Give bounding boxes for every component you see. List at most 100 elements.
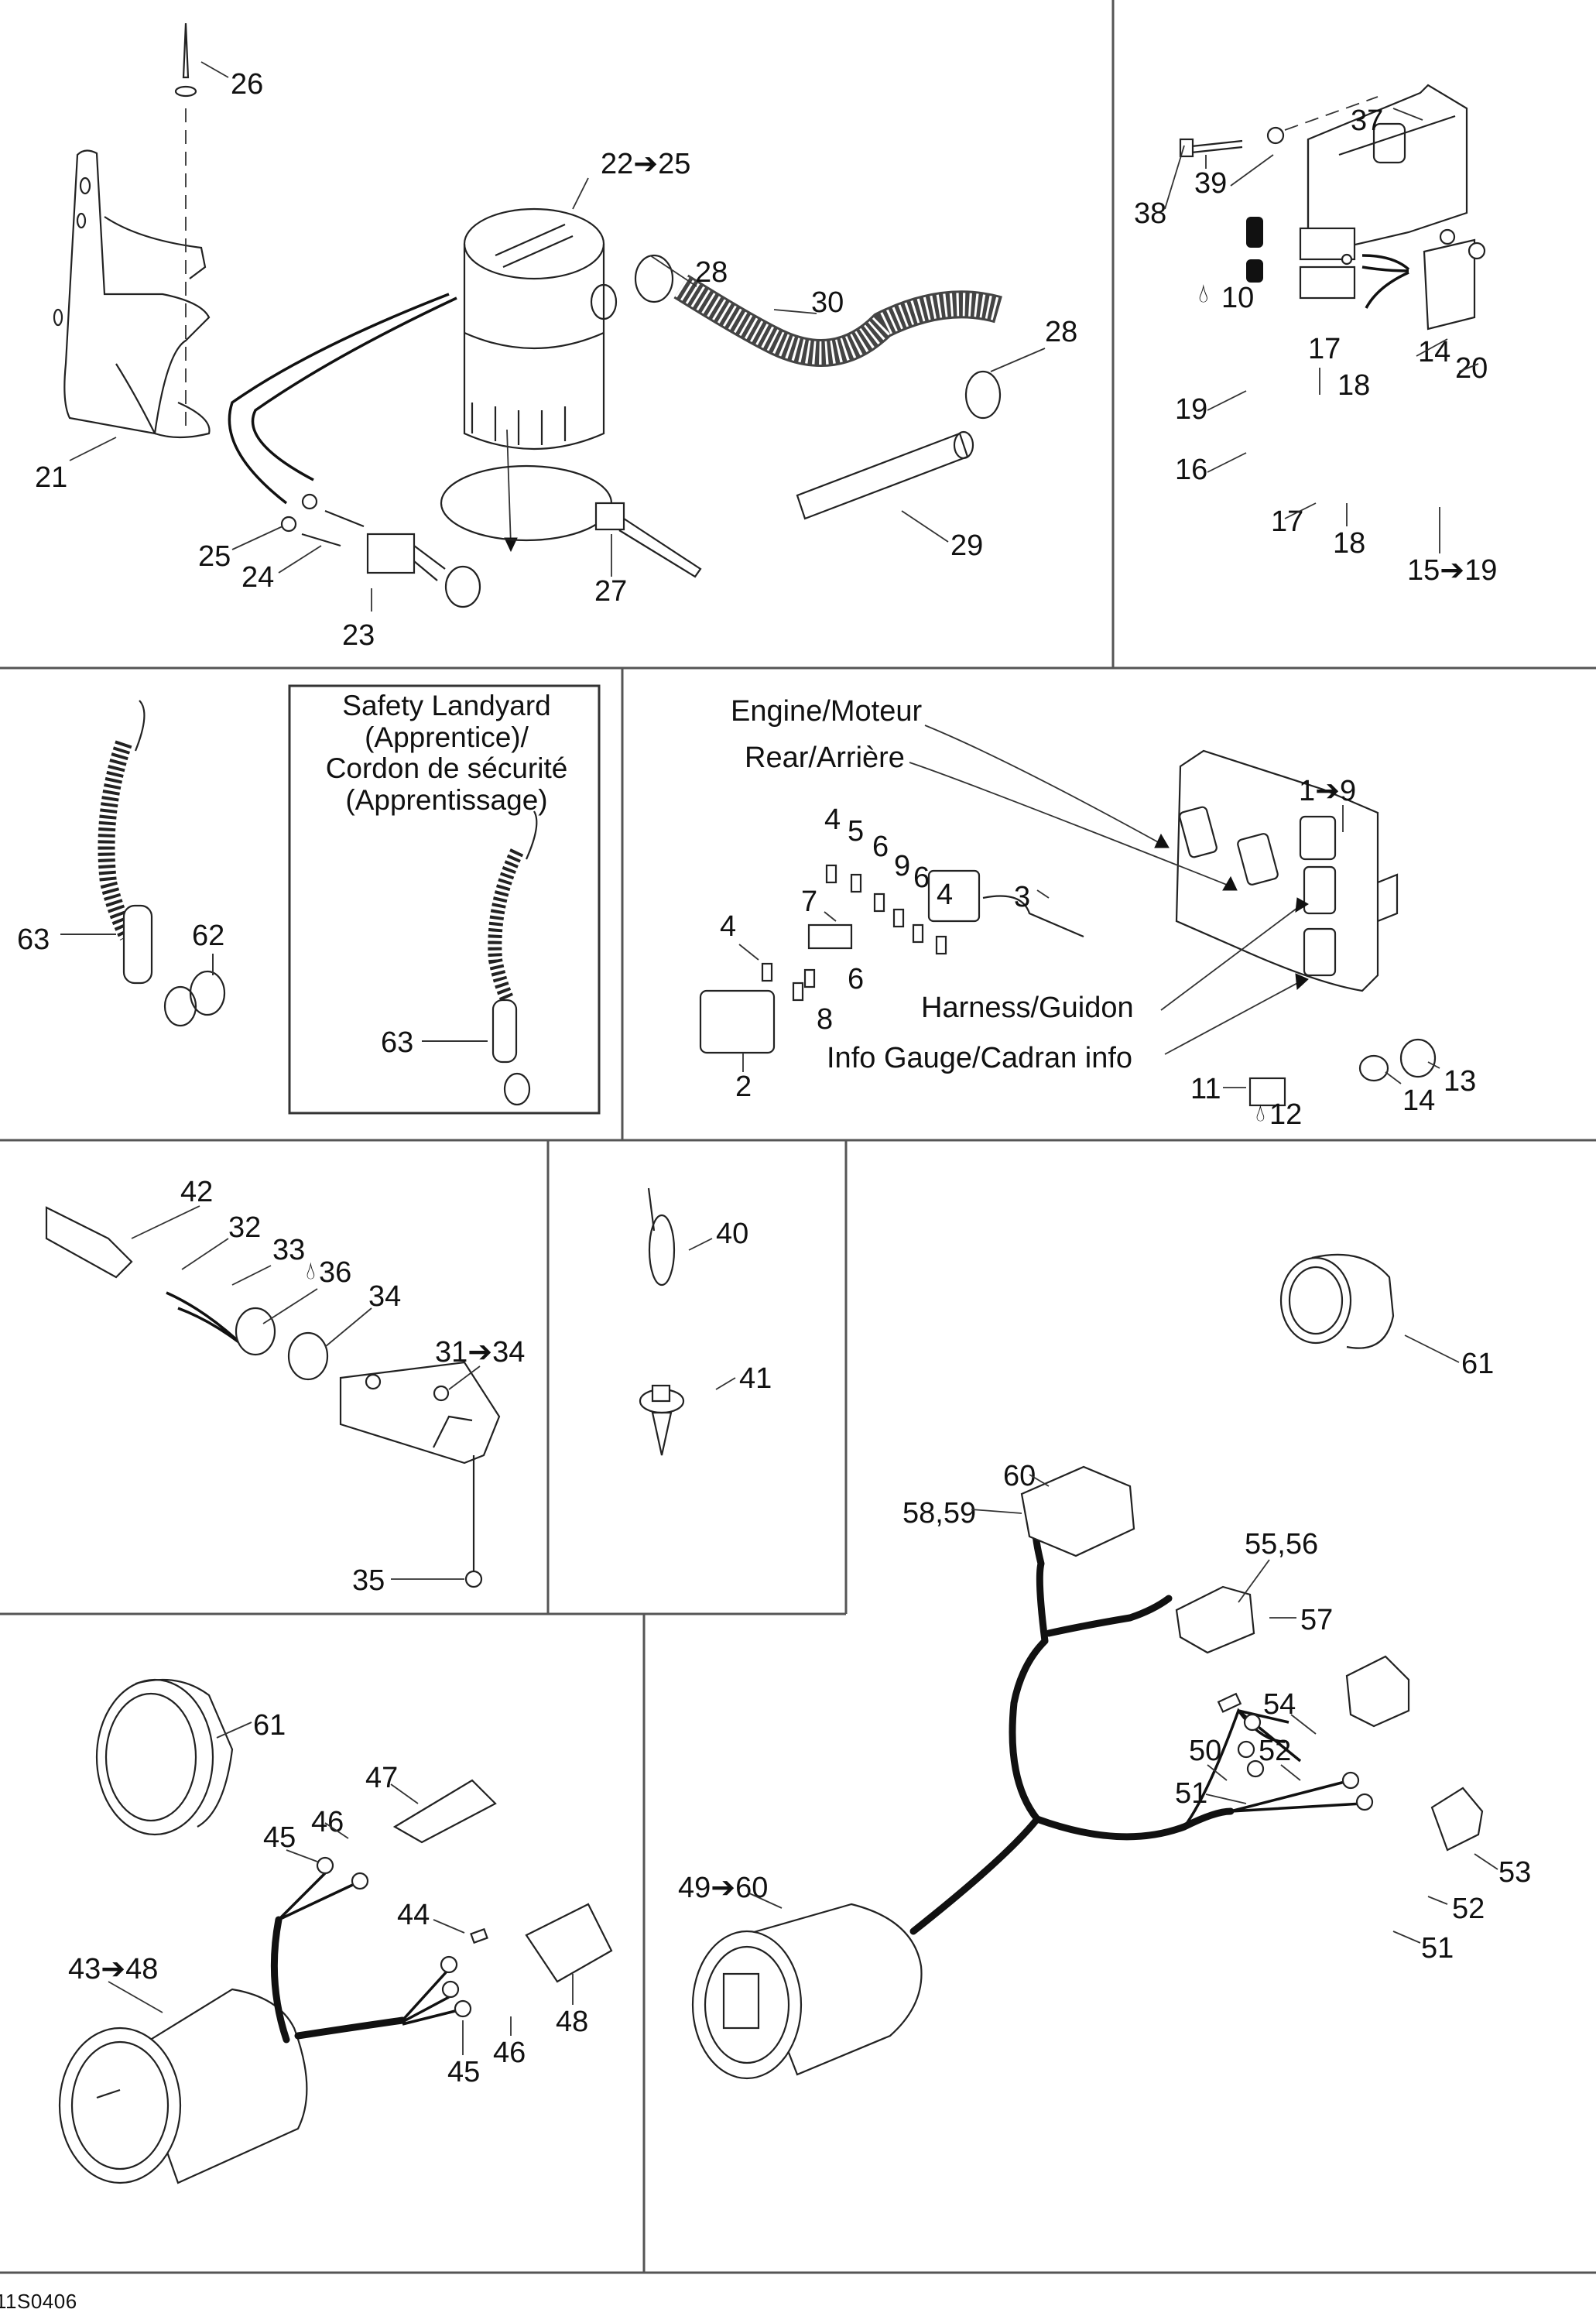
callout-61-a: 61 — [253, 1709, 286, 1742]
callout-57: 57 — [1300, 1604, 1334, 1636]
info-gauge — [691, 1903, 923, 2080]
callout-32: 32 — [228, 1211, 262, 1244]
module-connectors — [1246, 217, 1356, 300]
ecu-module — [1175, 749, 1399, 992]
callout-9: 9 — [894, 850, 911, 882]
callout-52-b: 52 — [1452, 1893, 1485, 1925]
callout-6-a: 6 — [872, 831, 889, 863]
callout-17-a: 17 — [1308, 333, 1341, 365]
callout-41: 41 — [739, 1362, 772, 1395]
callout-10: 10 — [1221, 282, 1255, 314]
callout-34: 34 — [368, 1280, 402, 1313]
box-title-line-2: (Apprentice)/ — [365, 721, 529, 753]
callout-25: 25 — [198, 540, 231, 573]
callout-22-25: 22➔25 — [601, 148, 691, 180]
apprentice-landyard-coil — [488, 810, 538, 1106]
callout-13: 13 — [1444, 1065, 1477, 1098]
callout-60: 60 — [1003, 1460, 1036, 1492]
bilge-pump — [463, 207, 618, 553]
callout-39: 39 — [1194, 167, 1228, 200]
callout-44: 44 — [397, 1899, 430, 1931]
callout-17-b: 17 — [1271, 505, 1304, 538]
callout-4-b: 4 — [937, 879, 954, 911]
droplet-icon: 💧︎ — [1255, 1098, 1265, 1126]
voltage-regulator-module — [1361, 228, 1486, 331]
callout-23: 23 — [342, 619, 375, 652]
gauge-bezel-left — [95, 1678, 234, 1836]
callout-40: 40 — [716, 1218, 749, 1250]
callout-63: 63 — [17, 923, 50, 956]
screw-and-washer — [1179, 96, 1379, 169]
callout-63-box: 63 — [381, 1026, 414, 1059]
callout-24: 24 — [241, 561, 275, 594]
callout-51-b: 51 — [1421, 1932, 1454, 1965]
ecu-annotation-arrows — [909, 725, 1309, 1055]
callout-6-b: 6 — [913, 862, 930, 894]
hose-sleeve — [796, 430, 974, 520]
callout-46-a: 46 — [311, 1806, 344, 1838]
rivet-pin — [174, 22, 197, 433]
callout-12: 12 — [1269, 1098, 1303, 1131]
tapping-screw — [639, 1384, 685, 1456]
callout-14-a: 14 — [1418, 336, 1451, 368]
speedometer-connectors — [392, 1779, 613, 1983]
speedometer-gauge — [58, 1988, 308, 2184]
callout-37: 37 — [1351, 104, 1384, 137]
droplet-icon: 💧︎ — [306, 1256, 316, 1284]
callout-19: 19 — [1175, 393, 1208, 426]
rear-label: Rear/Arrière — [745, 742, 905, 774]
pump-connector — [280, 493, 481, 608]
callout-38: 38 — [1134, 197, 1167, 230]
callout-20: 20 — [1455, 352, 1488, 385]
callout-35: 35 — [352, 1564, 385, 1597]
callout-18-a: 18 — [1337, 369, 1371, 402]
callout-62: 62 — [192, 920, 225, 952]
callout-53: 53 — [1498, 1856, 1532, 1889]
callout-55-56: 55,56 — [1245, 1528, 1319, 1561]
callout-47: 47 — [365, 1762, 399, 1794]
droplet-icon: 💧︎ — [1198, 279, 1209, 308]
pump-wires — [228, 293, 457, 505]
callout-4-a: 4 — [824, 803, 841, 836]
callout-36: 36 — [319, 1256, 352, 1289]
callout-3: 3 — [1014, 881, 1031, 913]
callout-45-a: 45 — [263, 1821, 296, 1854]
callout-28-b: 28 — [1045, 316, 1078, 348]
callout-5: 5 — [848, 815, 865, 848]
callout-49-60: 49➔60 — [678, 1872, 769, 1904]
engine-label: Engine/Moteur — [731, 695, 923, 728]
box-title-line-4: (Apprentissage) — [345, 784, 548, 817]
relay-and-fuses — [699, 864, 1084, 1054]
callout-50: 50 — [1189, 1735, 1222, 1767]
callout-26: 26 — [231, 68, 264, 101]
callout-30: 30 — [811, 286, 844, 319]
callout-42: 42 — [180, 1176, 214, 1208]
callout-15-19: 15➔19 — [1407, 554, 1498, 587]
box-title-line-3: Cordon de sécurité — [325, 752, 568, 785]
callout-6-c: 6 — [848, 963, 865, 995]
callout-46-b: 46 — [493, 2037, 526, 2069]
callout-29: 29 — [950, 529, 984, 562]
callout-4-c: 4 — [720, 910, 737, 943]
callout-21: 21 — [35, 461, 68, 494]
callout-48: 48 — [556, 2006, 589, 2038]
callout-33: 33 — [272, 1234, 306, 1266]
harness-label: Harness/Guidon — [921, 992, 1134, 1024]
apprentice-box-frame — [288, 684, 601, 1115]
callout-2: 2 — [735, 1071, 752, 1103]
callout-51-a: 51 — [1175, 1777, 1208, 1810]
bilge-pump-bracket — [53, 149, 211, 439]
callout-61-b: 61 — [1461, 1348, 1495, 1380]
apprentice-box-title: Safety Landyard (Apprentice)/ Cordon de … — [289, 690, 604, 817]
callout-27: 27 — [594, 575, 628, 608]
safety-landyard-coil — [98, 700, 226, 1027]
box-title-line-1: Safety Landyard — [342, 690, 551, 721]
speedometer-harness — [270, 1856, 472, 2044]
cable-tie-small — [647, 1187, 676, 1286]
callout-7: 7 — [801, 886, 818, 918]
callout-16: 16 — [1175, 454, 1208, 486]
info-gauge-label: Info Gauge/Cadran info — [827, 1042, 1133, 1074]
gauge-bezel-right — [1279, 1253, 1395, 1349]
